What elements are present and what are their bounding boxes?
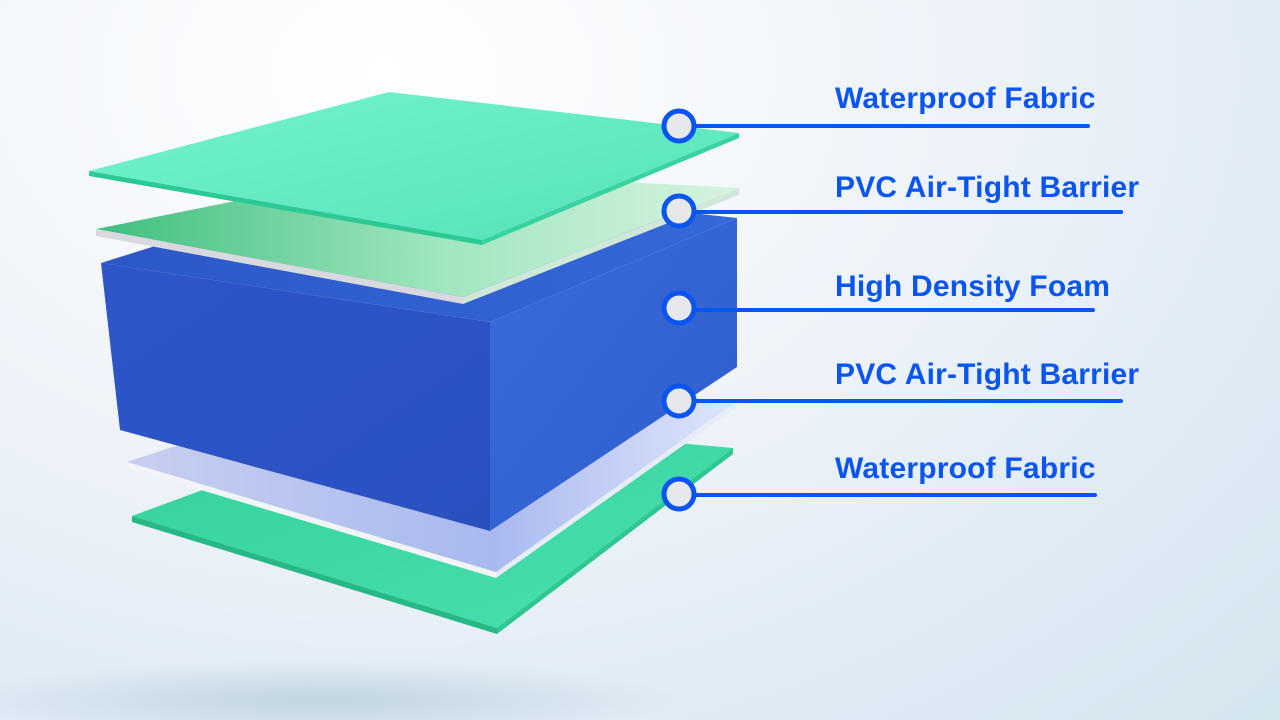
marker-4 bbox=[661, 383, 697, 419]
floor-shadow bbox=[0, 660, 680, 720]
top-fabric-sheet bbox=[89, 92, 739, 245]
label-bottom-barrier: PVC Air-Tight Barrier bbox=[835, 358, 1140, 391]
marker-2 bbox=[661, 193, 697, 229]
marker-3 bbox=[661, 290, 697, 326]
label-top-barrier: PVC Air-Tight Barrier bbox=[835, 171, 1140, 204]
marker-5 bbox=[661, 476, 697, 512]
marker-1 bbox=[661, 108, 697, 144]
label-bottom-fabric: Waterproof Fabric bbox=[835, 452, 1096, 485]
label-foam: High Density Foam bbox=[835, 270, 1111, 303]
label-top-fabric: Waterproof Fabric bbox=[835, 82, 1096, 115]
